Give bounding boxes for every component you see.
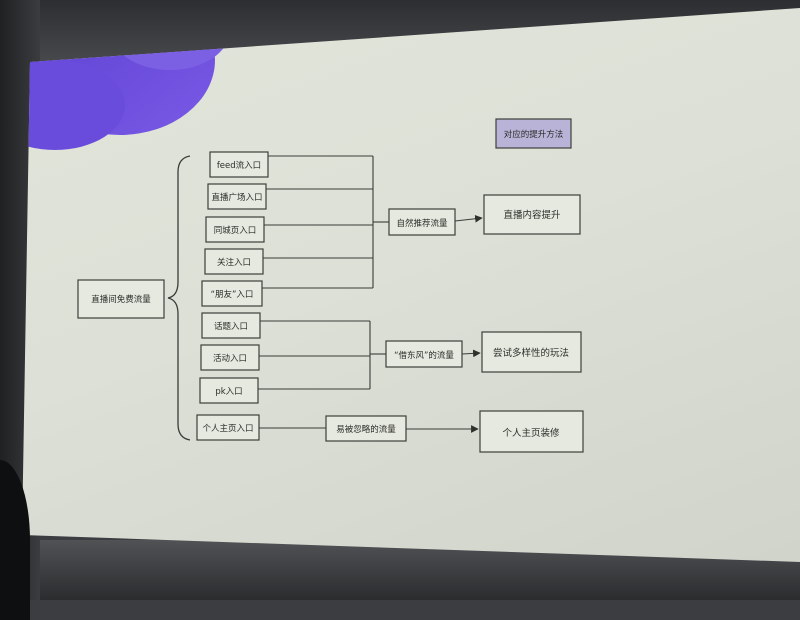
entry-node-pk: pk入口 (199, 377, 259, 404)
arrow-borrowed-to-gameplay (461, 349, 481, 358)
entry-node-follow: 关注入口 (204, 248, 264, 275)
entry-label-topic: 话题入口 (214, 321, 248, 332)
grouping-brace (167, 155, 191, 441)
entry-node-topic: 话题入口 (201, 312, 261, 339)
traffic-node-overlooked: 易被忽略的流量 (325, 415, 407, 442)
entry-node-profile: 个人主页入口 (196, 414, 260, 441)
entry-label-follow: 关注入口 (217, 257, 251, 268)
method-label-content: 直播内容提升 (503, 209, 561, 221)
method-title-text: 对应的提升方法 (504, 129, 564, 140)
entry-label-profile: 个人主页入口 (202, 423, 253, 434)
traffic-label-natural: 自然推荐流量 (396, 218, 448, 229)
method-node-profile: 个人主页装修 (479, 410, 584, 453)
traffic-node-borrowed: “借东风”的流量 (385, 340, 463, 368)
entry-node-same-city: 同城页入口 (205, 216, 265, 243)
entry-label-live-square: 直播广场入口 (211, 192, 262, 203)
method-title-box: 对应的提升方法 (495, 118, 572, 149)
entry-label-friends: “朋友”入口 (211, 289, 254, 300)
root-node-text: 直播间免费流量 (91, 294, 151, 305)
method-node-content: 直播内容提升 (483, 194, 581, 235)
entry-node-live-square: 直播广场入口 (207, 183, 267, 210)
arrow-natural-to-content (454, 214, 483, 223)
purple-cloud-decoration (22, 8, 230, 150)
entry-node-activity: 活动入口 (200, 344, 260, 371)
entry-label-same-city: 同城页入口 (214, 226, 257, 236)
method-label-gameplay: 尝试多样性的玩法 (493, 347, 569, 359)
entry-node-friends: “朋友”入口 (201, 280, 263, 307)
entry-label-pk: pk入口 (215, 387, 242, 397)
traffic-label-overlooked: 易被忽略的流量 (336, 424, 396, 435)
connectors-group-natural (262, 155, 389, 289)
traffic-node-natural: 自然推荐流量 (388, 208, 456, 236)
diagram-canvas: 对应的提升方法 直播间免费流量 feed流入口 直播广场入口 同城页入口 关注入… (22, 8, 584, 453)
traffic-label-borrowed: “借东风”的流量 (394, 350, 454, 361)
entry-node-feed: feed流入口 (209, 151, 269, 178)
entry-label-feed: feed流入口 (217, 160, 261, 171)
method-node-gameplay: 尝试多样性的玩法 (481, 331, 582, 373)
connectors-group-borrowed (258, 320, 386, 390)
root-node: 直播间免费流量 (77, 279, 165, 319)
method-label-profile: 个人主页装修 (502, 427, 560, 439)
entry-label-activity: 活动入口 (213, 353, 247, 364)
